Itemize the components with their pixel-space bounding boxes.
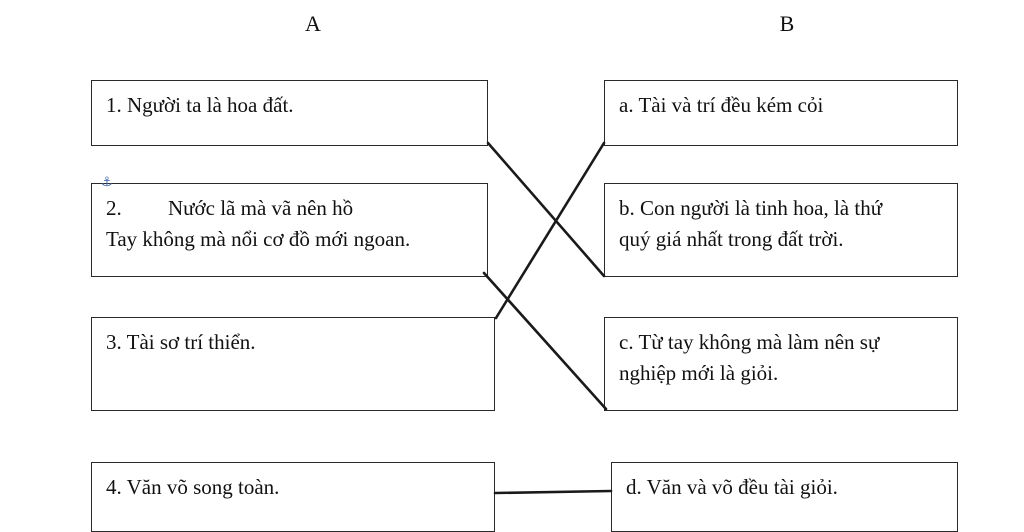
item-b-c: c. Từ tay không mà làm nên sự nghiệp mới…: [604, 317, 958, 411]
item-b-a: a. Tài và trí đều kém cỏi: [604, 80, 958, 146]
item-a-2: 2. Nước lã mà vã nên hồ Tay không mà nổi …: [91, 183, 488, 277]
item-a-1: 1. Người ta là hoa đất.: [91, 80, 488, 146]
item-b-b: b. Con người là tinh hoa, là thứ quý giá…: [604, 183, 958, 277]
item-a-2-text-1: Nước lã mà vã nên hồ: [168, 196, 354, 220]
connector-1-b: [486, 141, 606, 278]
item-a-2-line-1: 2. Nước lã mà vã nên hồ: [106, 193, 473, 224]
item-a-3-text: 3. Tài sơ trí thiển.: [106, 330, 256, 354]
item-b-d-text: d. Văn và võ đều tài giỏi.: [626, 475, 838, 499]
item-b-b-line-2: quý giá nhất trong đất trời.: [619, 227, 844, 251]
item-b-b-line-1: b. Con người là tinh hoa, là thứ: [619, 196, 883, 220]
column-a-header: A: [305, 11, 321, 36]
column-b-header: B: [779, 11, 795, 36]
item-a-4-text: 4. Văn võ song toàn.: [106, 475, 280, 499]
connector-4-d: [493, 489, 613, 495]
item-b-d: d. Văn và võ đều tài giỏi.: [611, 462, 958, 532]
item-b-a-text: a. Tài và trí đều kém cỏi: [619, 93, 824, 117]
item-a-1-text: 1. Người ta là hoa đất.: [106, 93, 294, 117]
item-b-c-line-1: c. Từ tay không mà làm nên sự: [619, 330, 880, 354]
item-b-c-line-2: nghiệp mới là giỏi.: [619, 361, 779, 385]
connector-3-a: [494, 141, 606, 320]
connector-2-c: [482, 271, 608, 411]
item-a-2-number: 2.: [106, 196, 122, 220]
item-a-2-line-2: Tay không mà nổi cơ đồ mới ngoan.: [106, 227, 411, 251]
item-a-4: 4. Văn võ song toàn.: [91, 462, 495, 532]
item-a-3: 3. Tài sơ trí thiển.: [91, 317, 495, 411]
anchor-icon: ⚓: [101, 175, 113, 190]
